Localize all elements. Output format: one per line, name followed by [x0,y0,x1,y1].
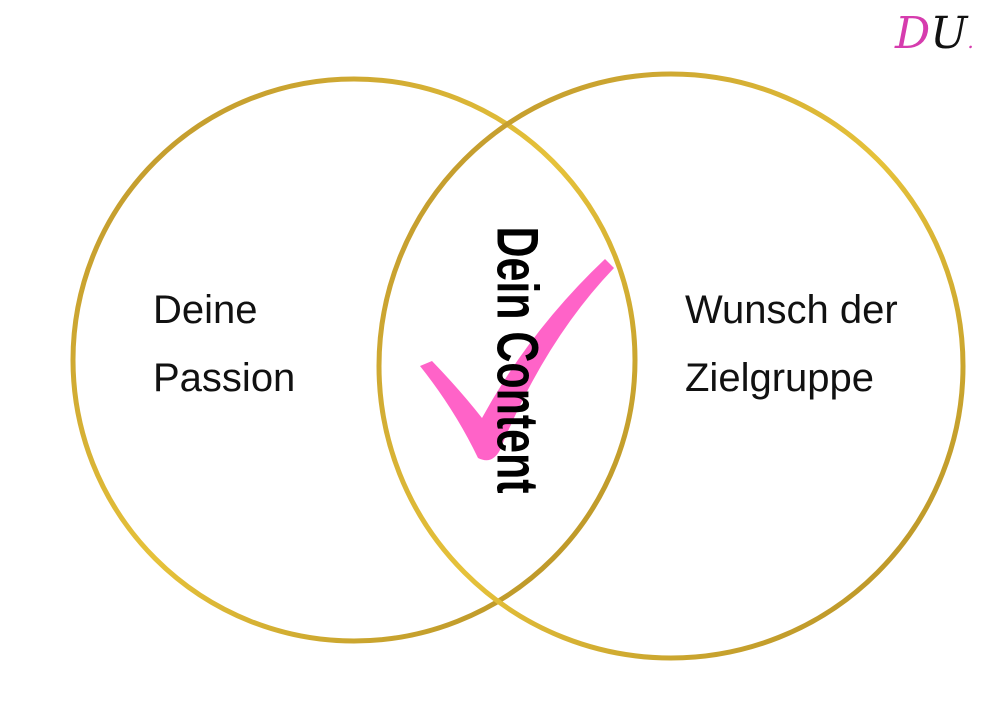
left-circle [70,76,638,644]
logo: DU. [895,8,974,59]
right-circle [376,71,966,661]
checkmark-icon [420,259,614,461]
intersection-label: Dein Content [484,226,550,494]
